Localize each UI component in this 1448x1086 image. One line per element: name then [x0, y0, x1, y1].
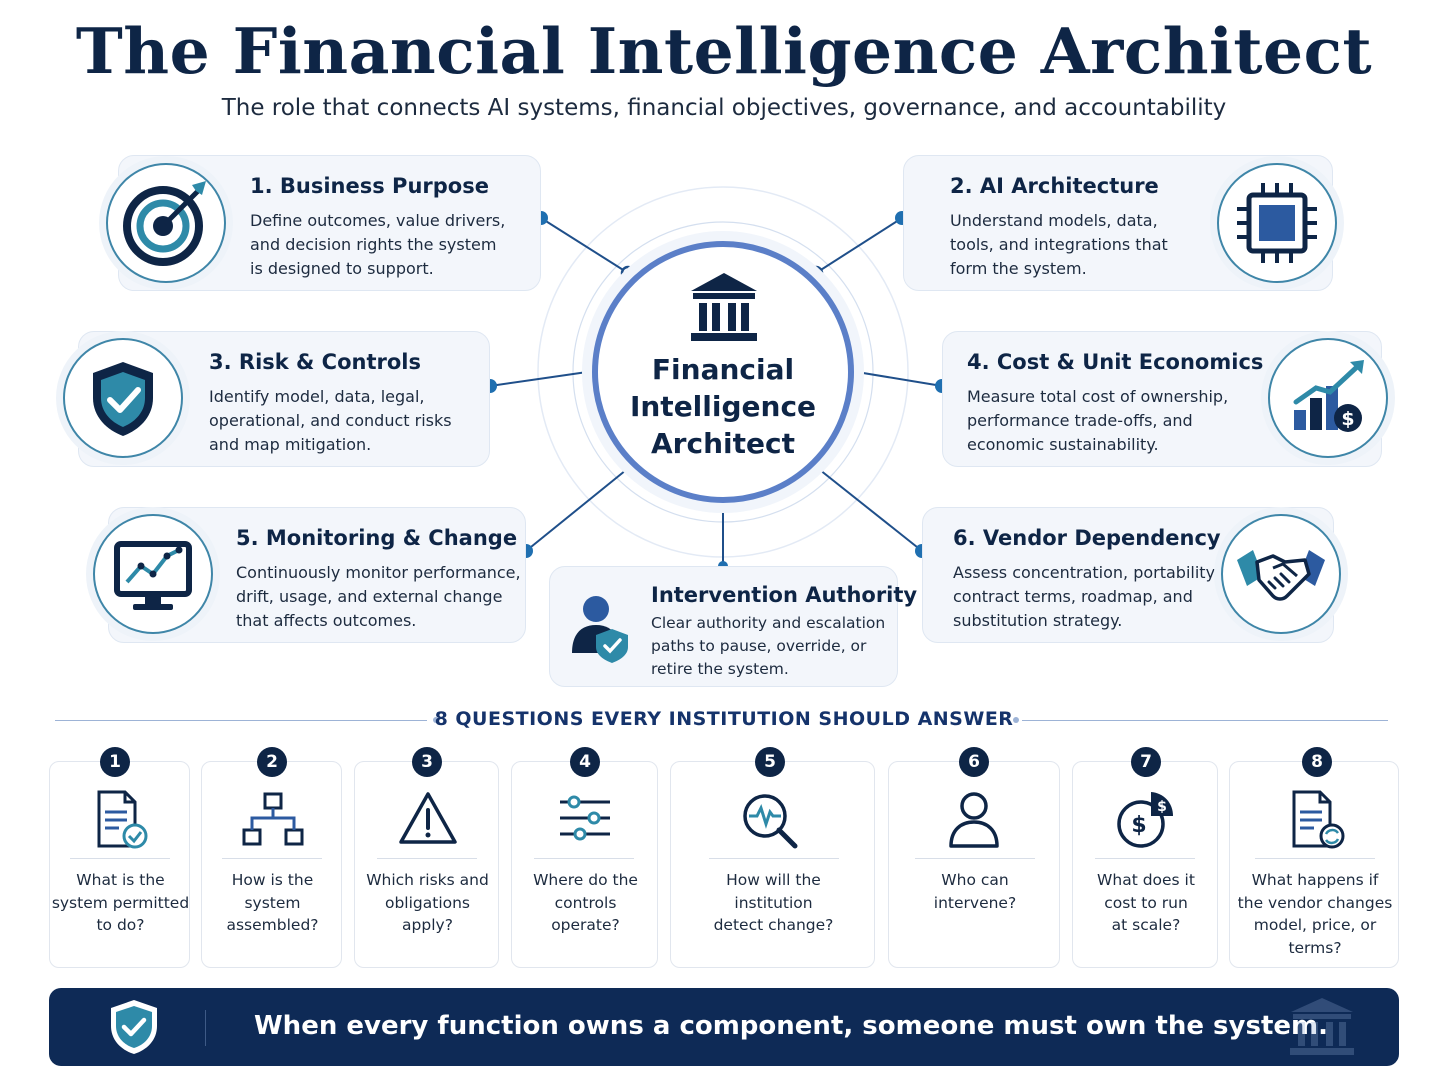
shield-check-icon [111, 1000, 157, 1054]
icon-badge-risk-controls [63, 338, 183, 458]
svg-text:$: $ [1131, 813, 1146, 838]
section-line-dots [433, 717, 1019, 723]
sliders-icon [560, 795, 610, 841]
section-line-left [55, 720, 427, 721]
target-icon [123, 181, 206, 266]
dollar-pie-icon: $ $ [1117, 792, 1173, 848]
user-shield-icon [572, 596, 628, 663]
handshake-icon [1237, 550, 1325, 601]
user-icon [949, 792, 999, 848]
svg-text:$: $ [1341, 408, 1354, 430]
question-number-badge: 4 [570, 747, 600, 777]
svg-text:$: $ [1157, 799, 1167, 815]
icon-badge-business-purpose [106, 163, 226, 283]
component-card-cost-economics: 4. Cost & Unit Economics Measure total c… [942, 331, 1382, 467]
page-title: The Financial Intelligence Architect [75, 14, 1373, 88]
footer-banner: When every function owns a component, so… [49, 988, 1399, 1066]
question-number-badge: 8 [1302, 747, 1332, 777]
question-number-badge: 7 [1131, 747, 1161, 777]
icon-badge-cost-economics: $ [1268, 338, 1388, 458]
document-check-icon [97, 790, 148, 849]
center-label: Financial Intelligence Architect [629, 353, 817, 460]
chip-icon [1237, 183, 1317, 263]
icon-badge-vendor-dependency [1221, 514, 1341, 634]
magnifier-pulse-icon [743, 794, 798, 849]
center-hub: Financial Intelligence Architect [592, 241, 854, 503]
section-line-right [1022, 720, 1388, 721]
icon-badge-monitoring-change [93, 514, 213, 634]
hierarchy-icon [242, 792, 304, 846]
document-refresh-icon [1292, 790, 1345, 849]
warning-icon [399, 792, 457, 844]
question-number-badge: 3 [412, 747, 442, 777]
question-number-badge: 2 [257, 747, 287, 777]
questions-section-title: 8 QUESTIONS EVERY INSTITUTION SHOULD ANS… [434, 708, 1014, 730]
growth-chart-dollar-icon: $ [1293, 360, 1364, 432]
component-card-intervention-authority: Intervention Authority Clear authority a… [549, 566, 917, 687]
monitor-chart-icon [114, 541, 192, 610]
question-number-badge: 1 [100, 747, 130, 777]
bank-building-icon [691, 273, 757, 341]
question-number-badge: 6 [959, 747, 989, 777]
icon-badge-ai-architecture [1217, 163, 1337, 283]
question-number-badge: 5 [755, 747, 785, 777]
banner-text: When every function owns a component, so… [254, 1011, 1328, 1041]
bank-building-icon [1290, 998, 1354, 1055]
shield-check-icon [93, 362, 153, 436]
page-subtitle: The role that connects AI systems, finan… [221, 95, 1227, 121]
